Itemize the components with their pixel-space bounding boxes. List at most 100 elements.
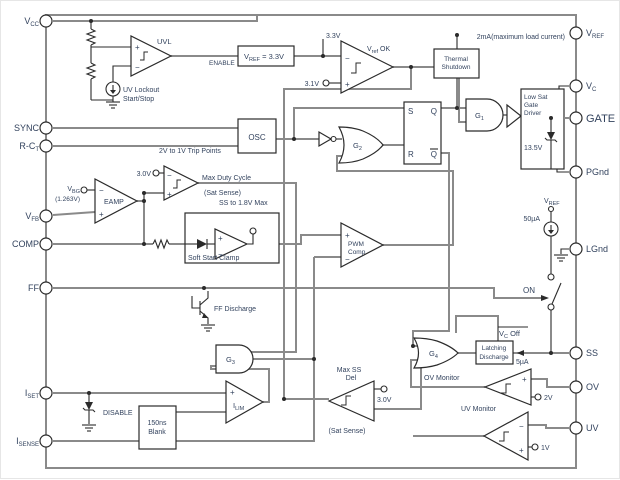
comp-resistor [152,238,170,250]
pin-gate: GATE [569,111,615,125]
vc-off-label: VC Off [499,329,521,340]
g1-label: G1 [475,111,484,122]
osc-label: OSC [248,133,266,142]
thermal-shutdown-block: Thermal Shutdown [433,48,480,79]
thermal-label-2: Shutdown [442,64,471,71]
uvl-plus: + [135,43,140,52]
or-gate-g4: G4 [412,337,459,369]
pwm-label-1: PWM [348,241,364,248]
hysteresis-glyph [140,51,148,61]
max-ss-sat-label: (Sat Sense) [329,428,366,435]
enable-label: ENABLE [209,60,235,67]
pin-lgnd-label: LGnd [586,244,608,254]
pin-vc-label: VC [586,81,597,93]
lgnd-ground [554,248,569,262]
pin-iset-label: ISET [25,388,40,400]
uv-minus: − [519,422,524,431]
vbg-value-label: (1.263V) [55,196,80,203]
uv-lockout-label-2: Start/Stop [123,96,154,103]
pin-pgnd: PGnd [569,165,609,179]
disable-zener: DISABLE [82,393,133,432]
soft-start-switch: ON [523,273,562,311]
max-ss-label-1: Max SS [337,367,362,374]
v3-1-label: 3.1V [305,81,320,88]
vref-src-label: VREF [544,198,560,207]
clamp-buffer [214,228,249,260]
g2-label: G2 [353,141,362,152]
uv-lockout-label-1: UV Lockout [123,87,159,94]
uv-monitor-comparator: − + UV Monitor 1V [461,406,550,462]
error-amplifier: − + EAMP VBG (1.263V) [55,178,139,224]
driver-label-1: Low Sat [524,94,548,101]
pin-ss-label: SS [586,348,598,358]
pin-uv-label: UV [586,423,599,433]
pin-sync: SYNC [14,121,53,135]
pwm-comparator: + − PWM Comp [340,222,385,268]
max-duty-comparator: − + 3.0V Max Duty Cycle (Sat Sense) [137,165,251,201]
pin-iset: ISET [25,386,53,400]
vref-ok-label: Vref OK [367,46,390,55]
and-gate-g3: G3 [215,344,254,374]
ov-plus: + [522,375,527,384]
uv-monitor-label: UV Monitor [461,406,497,413]
v1-label: 1V [541,445,550,452]
hysteresis-glyph [501,383,511,394]
eamp-plus: + [99,210,104,219]
on-label: ON [523,286,535,295]
or-gate-g2: G2 [337,126,384,164]
sr-latch: S Q R Q [403,101,442,165]
v3-0-terminal-bottom [380,385,388,393]
and-gate-g1: G1 [465,98,504,132]
v2-terminal [534,393,542,401]
pin-vcc-label: VCC [24,16,39,28]
latching-discharge-block: Latching Discharge 5µA VC Off [475,326,529,366]
max-duty-label-2: (Sat Sense) [204,190,241,197]
i5ua-label: 5µA [516,359,529,366]
i50ua-label: 50µA [524,216,541,223]
pin-vfb: VFB [25,209,53,223]
vref-ok-comparator: − + Vref OK 3.1V [305,40,395,94]
v3-0-bottom-label: 3.0V [377,397,392,404]
zener-13v5-label: 13.5V [524,145,543,152]
g3-label: G3 [226,355,235,366]
pin-gate-label: GATE [586,113,615,125]
latching-label-1: Latching [482,345,507,352]
pin-sync-label: SYNC [14,123,40,133]
ov-monitor-comparator: + OV Monitor 2V [424,368,553,406]
hysteresis-glyph [341,395,351,406]
clamp-minus: − [218,250,223,259]
vref-current-source: VREF 50µA [524,198,560,274]
pin-rct: R-CT [19,139,53,153]
pin-ov: OV [569,380,599,394]
ss-max-label: SS to 1.8V Max [219,200,268,207]
vcc-divider [85,21,131,109]
pin-rct-label: R-CT [19,141,39,153]
pin-comp: COMP [12,237,53,251]
gate-driver-block: Low Sat Gate Driver 13.5V [503,85,569,173]
v1-terminal [531,443,539,451]
pin-vref-label: VREF [586,28,604,40]
soft-start-clamp-label: Soft Start Clamp [188,255,239,262]
v3-1-terminal [322,79,330,87]
pin-isense: ISENSE [16,434,53,448]
pin-uv: UV [569,421,599,435]
oscillator-block: OSC 2V to 1V Trip Points [159,118,277,155]
pin-ss: SS [569,346,598,360]
latch-qbar-label: Q [431,150,437,159]
max-ss-label-2: Del [346,375,357,382]
ov-monitor-label: OV Monitor [424,375,460,382]
eamp-minus: − [99,186,104,195]
ff-discharge-transistor: FF Discharge [191,291,256,332]
max-duty-label-1: Max Duty Cycle [202,175,251,182]
disable-label: DISABLE [103,410,133,417]
pin-vfb-label: VFB [25,211,39,223]
pin-comp-label: COMP [12,239,39,249]
ilim-plus: + [230,388,235,397]
driver-label-2: Gate [524,102,538,109]
pin-vref: VREF [569,26,604,40]
pin-pgnd-label: PGnd [586,167,609,177]
hysteresis-glyph [173,179,181,189]
ilim-label: ILIM [233,401,245,412]
eamp-label: EAMP [104,199,124,206]
